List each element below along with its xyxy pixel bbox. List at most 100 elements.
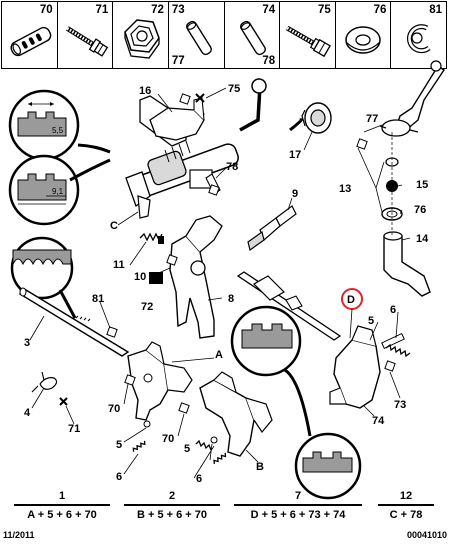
bracket-part-16[interactable]	[149, 97, 205, 141]
kit-divider	[124, 504, 220, 506]
callout-D[interactable]: D	[347, 294, 355, 306]
callout-76[interactable]: 76	[414, 204, 426, 216]
callout-75[interactable]: 75	[228, 83, 240, 95]
callout-13[interactable]: 13	[339, 183, 351, 195]
legend-number: 73	[171, 4, 185, 16]
lever-part-8[interactable]	[169, 215, 223, 339]
callout-10[interactable]: 10	[134, 271, 146, 283]
callout-78[interactable]: 78	[226, 161, 238, 173]
callout-15[interactable]: 15	[416, 179, 428, 191]
legend-cell-76[interactable]: 76	[336, 2, 392, 68]
washer-icon	[345, 26, 381, 54]
kit-number: 12	[399, 490, 413, 502]
spring-part-11[interactable]	[139, 232, 164, 244]
footer-code: 00041010	[406, 530, 447, 540]
legend-number: 72	[151, 4, 164, 16]
callout-14[interactable]: 14	[416, 233, 429, 245]
detail-circle-5-5: 5,5	[8, 89, 80, 161]
lever-assembly-13[interactable]	[379, 60, 445, 297]
legend-cell-71[interactable]: 71	[58, 2, 114, 68]
callout-77[interactable]: 77	[366, 113, 378, 125]
legend-cell-72[interactable]: 72	[113, 2, 169, 68]
legend-number: 70	[39, 4, 53, 16]
kit-number: 7	[294, 490, 302, 502]
legend-number: 75	[317, 4, 331, 16]
spring-part-6-left[interactable]	[132, 420, 151, 455]
callout-A[interactable]: A	[215, 349, 223, 361]
detail-circle-fork-slot-2	[294, 432, 362, 500]
fork-d-assembly[interactable]	[329, 325, 405, 409]
kit-divider	[234, 504, 362, 506]
detail-circle-fork-slot	[230, 305, 302, 377]
detail-circle-rack	[10, 236, 74, 300]
leader-lines	[29, 87, 411, 479]
selector-shaft-c[interactable]	[125, 78, 267, 219]
kit-formula: B + 5 + 6 + 70	[136, 508, 208, 521]
callout-3[interactable]: 3	[24, 337, 30, 349]
spring-part-6-right[interactable]	[385, 343, 411, 358]
callout-74[interactable]: 74	[372, 415, 385, 427]
spring-part-6-mid[interactable]	[210, 436, 227, 467]
callout-11[interactable]: 11	[113, 259, 125, 271]
callout-labels: 16 75 17 78 C 9 11 10 72 8 77 13 15 76 1…	[24, 83, 429, 485]
kit-formula: D + 5 + 6 + 73 + 74	[250, 508, 346, 521]
legend-number: 74	[262, 4, 276, 16]
detail-circle-9-1: 9,1	[8, 154, 80, 226]
pin-icon	[185, 20, 212, 56]
fork-b-assembly[interactable]	[199, 371, 273, 457]
block-part-72[interactable]	[149, 272, 163, 284]
callout-9[interactable]: 9	[292, 188, 298, 200]
callout-6-left[interactable]: 6	[116, 471, 122, 483]
kit-number: 2	[168, 490, 176, 502]
legend-cell-73-77[interactable]: 73 77	[169, 2, 225, 68]
callout-5-left[interactable]: 5	[116, 439, 122, 451]
kit-2[interactable]: 2 B + 5 + 6 + 70	[124, 490, 220, 526]
callout-8[interactable]: 8	[228, 293, 234, 305]
circlip-part-4[interactable]	[31, 371, 58, 393]
legend-cell-81[interactable]: 81	[391, 2, 446, 68]
legend-number: 81	[429, 4, 442, 16]
reference-squares	[106, 93, 396, 414]
kit-7[interactable]: 7 D + 5 + 6 + 73 + 74	[234, 490, 362, 526]
callout-17[interactable]: 17	[289, 149, 301, 161]
legend-number: 76	[373, 4, 387, 16]
callout-71[interactable]: 71	[68, 423, 80, 435]
callout-5-mid[interactable]: 5	[184, 443, 190, 455]
callout-6-mid[interactable]: 6	[196, 473, 202, 485]
kit-number: 1	[58, 490, 66, 502]
callout-81[interactable]: 81	[92, 293, 104, 305]
fork-a-assembly[interactable]	[127, 341, 193, 421]
kit-divider	[378, 504, 434, 506]
screw-icon	[286, 25, 332, 58]
callout-4[interactable]: 4	[24, 407, 31, 419]
fitting-part-9[interactable]	[247, 205, 297, 252]
rod-part-3[interactable]	[18, 287, 130, 357]
sleeve-icon	[10, 26, 52, 57]
legend-cell-74-78[interactable]: 74 78	[225, 2, 281, 68]
spring-part-70[interactable]	[195, 439, 212, 451]
legend-cell-70[interactable]: 70	[2, 2, 58, 68]
callout-72[interactable]: 72	[141, 301, 153, 313]
callout-70-mid[interactable]: 70	[162, 433, 174, 445]
callout-16[interactable]: 16	[139, 85, 151, 97]
kit-formula: A + 5 + 6 + 70	[27, 508, 97, 521]
nut-icon	[124, 19, 161, 59]
callout-C[interactable]: C	[110, 220, 118, 232]
circlip-icon	[407, 24, 431, 54]
pin-icon	[239, 20, 266, 56]
callout-6-right[interactable]: 6	[390, 304, 396, 316]
parts-legend: 70 71	[1, 1, 447, 69]
kit-1[interactable]: 1 A + 5 + 6 + 70	[14, 490, 110, 526]
callout-B[interactable]: B	[256, 461, 264, 473]
callout-5-right[interactable]: 5	[368, 315, 374, 327]
dimension-label: 9,1	[52, 187, 64, 196]
kit-divider	[14, 504, 110, 506]
callout-70-left[interactable]: 70	[108, 403, 120, 415]
dimension-label: 5,5	[52, 126, 64, 135]
legend-cell-75[interactable]: 75	[280, 2, 336, 68]
ring-part-17[interactable]	[301, 102, 332, 134]
callout-73[interactable]: 73	[394, 399, 406, 411]
shaft-d[interactable]	[236, 271, 342, 341]
kit-12[interactable]: 12 C + 78	[378, 490, 434, 526]
